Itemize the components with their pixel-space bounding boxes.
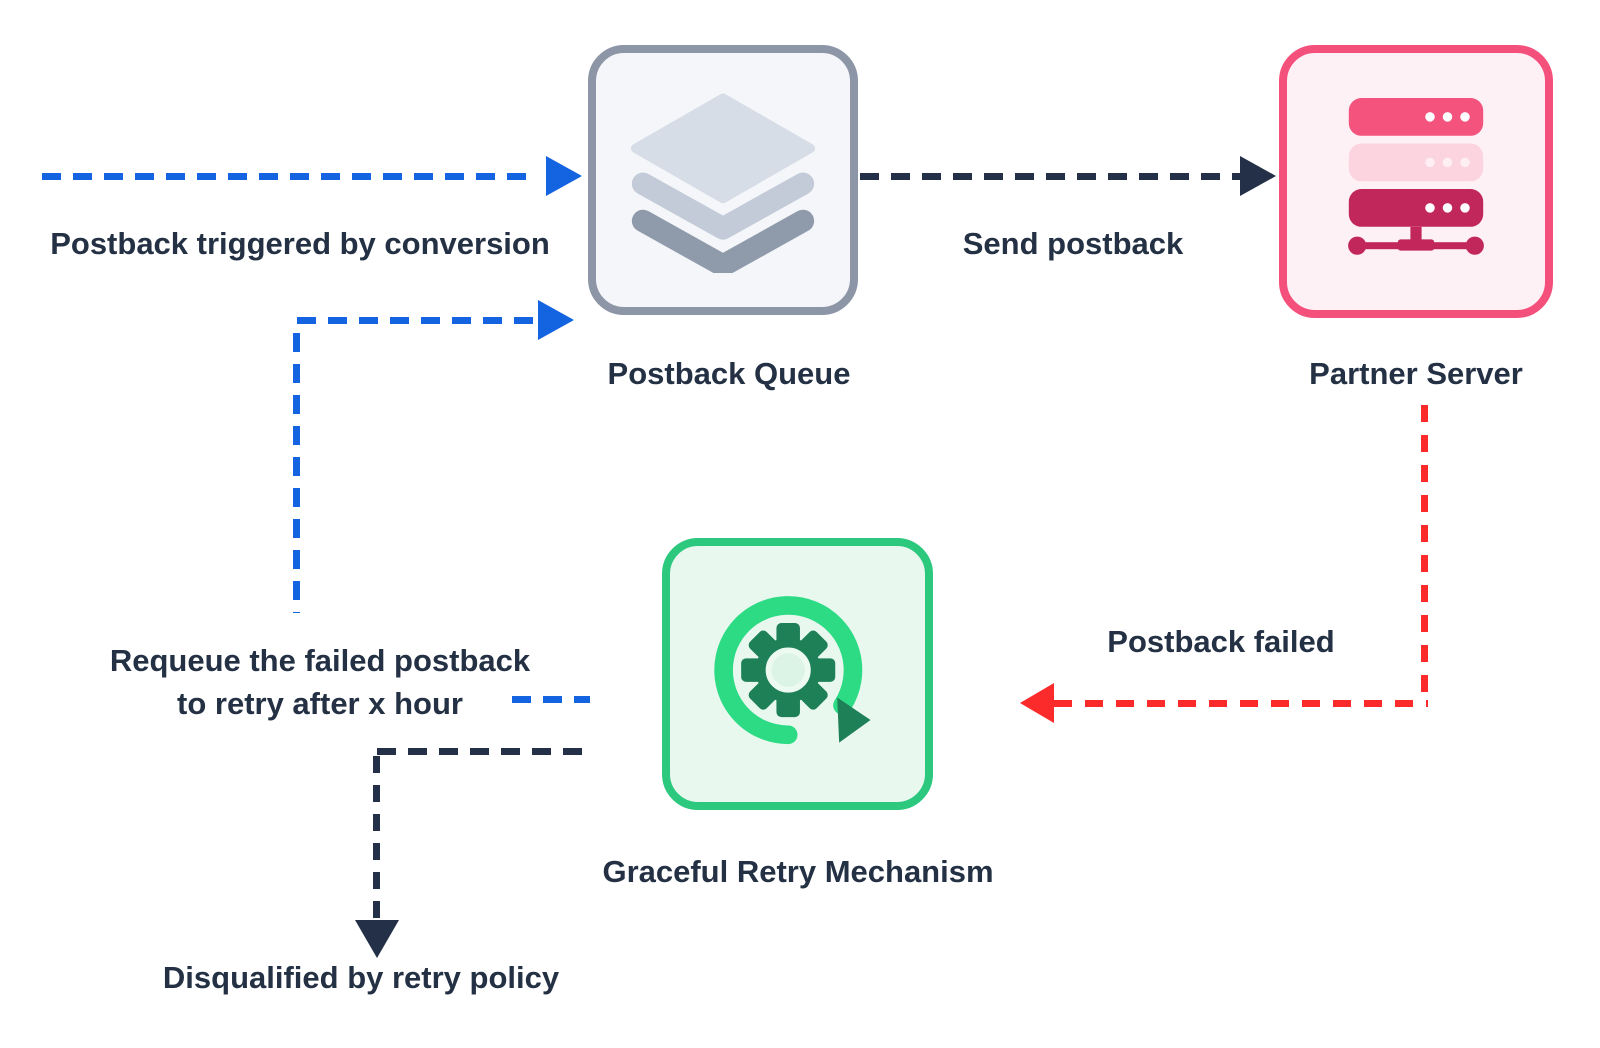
node-partner-server: [1279, 45, 1553, 318]
node-postback-queue-label: Postback Queue: [607, 356, 851, 391]
edge-requeue-label-line2: to retry after x hour: [177, 686, 463, 721]
edge-disqualified-line-vertical: [373, 756, 380, 920]
node-partner-server-label: Partner Server: [1309, 356, 1523, 391]
edge-disqualified-label: Disqualified by retry policy: [162, 960, 560, 995]
gear-refresh-icon: [713, 596, 871, 745]
edge-failed-line-horizontal: [1054, 700, 1428, 707]
edge-trigger-line: [42, 173, 536, 180]
edge-requeue-line-vertical: [293, 333, 300, 613]
edge-failed-label: Postback failed: [1107, 624, 1335, 659]
edge-trigger-arrowhead-icon: [546, 156, 582, 196]
node-postback-queue: [588, 45, 858, 315]
edge-requeue-line-horizontal: [297, 317, 538, 324]
node-graceful-retry: [662, 538, 933, 810]
edge-disqualified-arrowhead-icon: [355, 920, 399, 958]
edge-requeue-arrowhead-icon: [538, 300, 574, 340]
edge-disqualified-line-horizontal: [377, 748, 589, 755]
node-graceful-retry-label: Graceful Retry Mechanism: [602, 854, 994, 889]
edge-send-arrowhead-icon: [1240, 156, 1276, 196]
edge-failed-arrowhead-icon: [1020, 683, 1054, 723]
server-rack-icon: [1348, 97, 1484, 255]
edge-requeue-line-stub: [512, 696, 590, 703]
edge-send-line: [860, 173, 1240, 180]
layers-stack-icon: [630, 93, 816, 273]
edge-trigger-label: Postback triggered by conversion: [50, 226, 550, 261]
edge-requeue-label: Requeue the failed postback to retry aft…: [70, 639, 570, 725]
edge-failed-line-vertical: [1421, 405, 1428, 700]
edge-send-label: Send postback: [962, 226, 1184, 261]
edge-requeue-label-line1: Requeue the failed postback: [109, 643, 531, 678]
